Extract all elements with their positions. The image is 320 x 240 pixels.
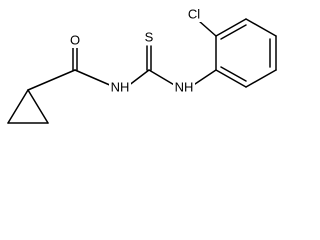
atom-label-Cl: Cl	[188, 7, 200, 22]
atom-label-S: S	[145, 30, 154, 45]
bond-ring-carbonyl	[27, 69, 76, 91]
atom-label-NH-left: NH	[111, 80, 130, 95]
bond-carbonyl-nh	[74, 69, 113, 87]
benzene-ring	[215, 18, 277, 88]
carbonyl-double-bond	[72, 47, 78, 71]
atom-label-O: O	[70, 33, 80, 48]
atom-label-NH-right: NH	[175, 80, 194, 95]
atom-O: O	[67, 32, 83, 48]
bond-ring-3	[27, 89, 49, 124]
bond-ring-1	[7, 89, 29, 124]
bond-nh-thiocarbonyl	[127, 69, 150, 87]
cyclopropyl-ring	[7, 89, 49, 124]
atom-S: S	[142, 29, 156, 45]
bond-nh-phenyl	[191, 69, 217, 87]
atom-Cl: Cl	[184, 6, 204, 22]
chemical-structure: O S NH NH Cl	[7, 6, 277, 124]
atom-NH-left: NH	[109, 78, 131, 96]
bond-thiocarbonyl-nh	[148, 69, 177, 87]
bond-ring-chlorine	[198, 20, 217, 37]
atom-NH-right: NH	[173, 78, 195, 96]
thiocarbonyl-double-bond	[146, 45, 152, 71]
